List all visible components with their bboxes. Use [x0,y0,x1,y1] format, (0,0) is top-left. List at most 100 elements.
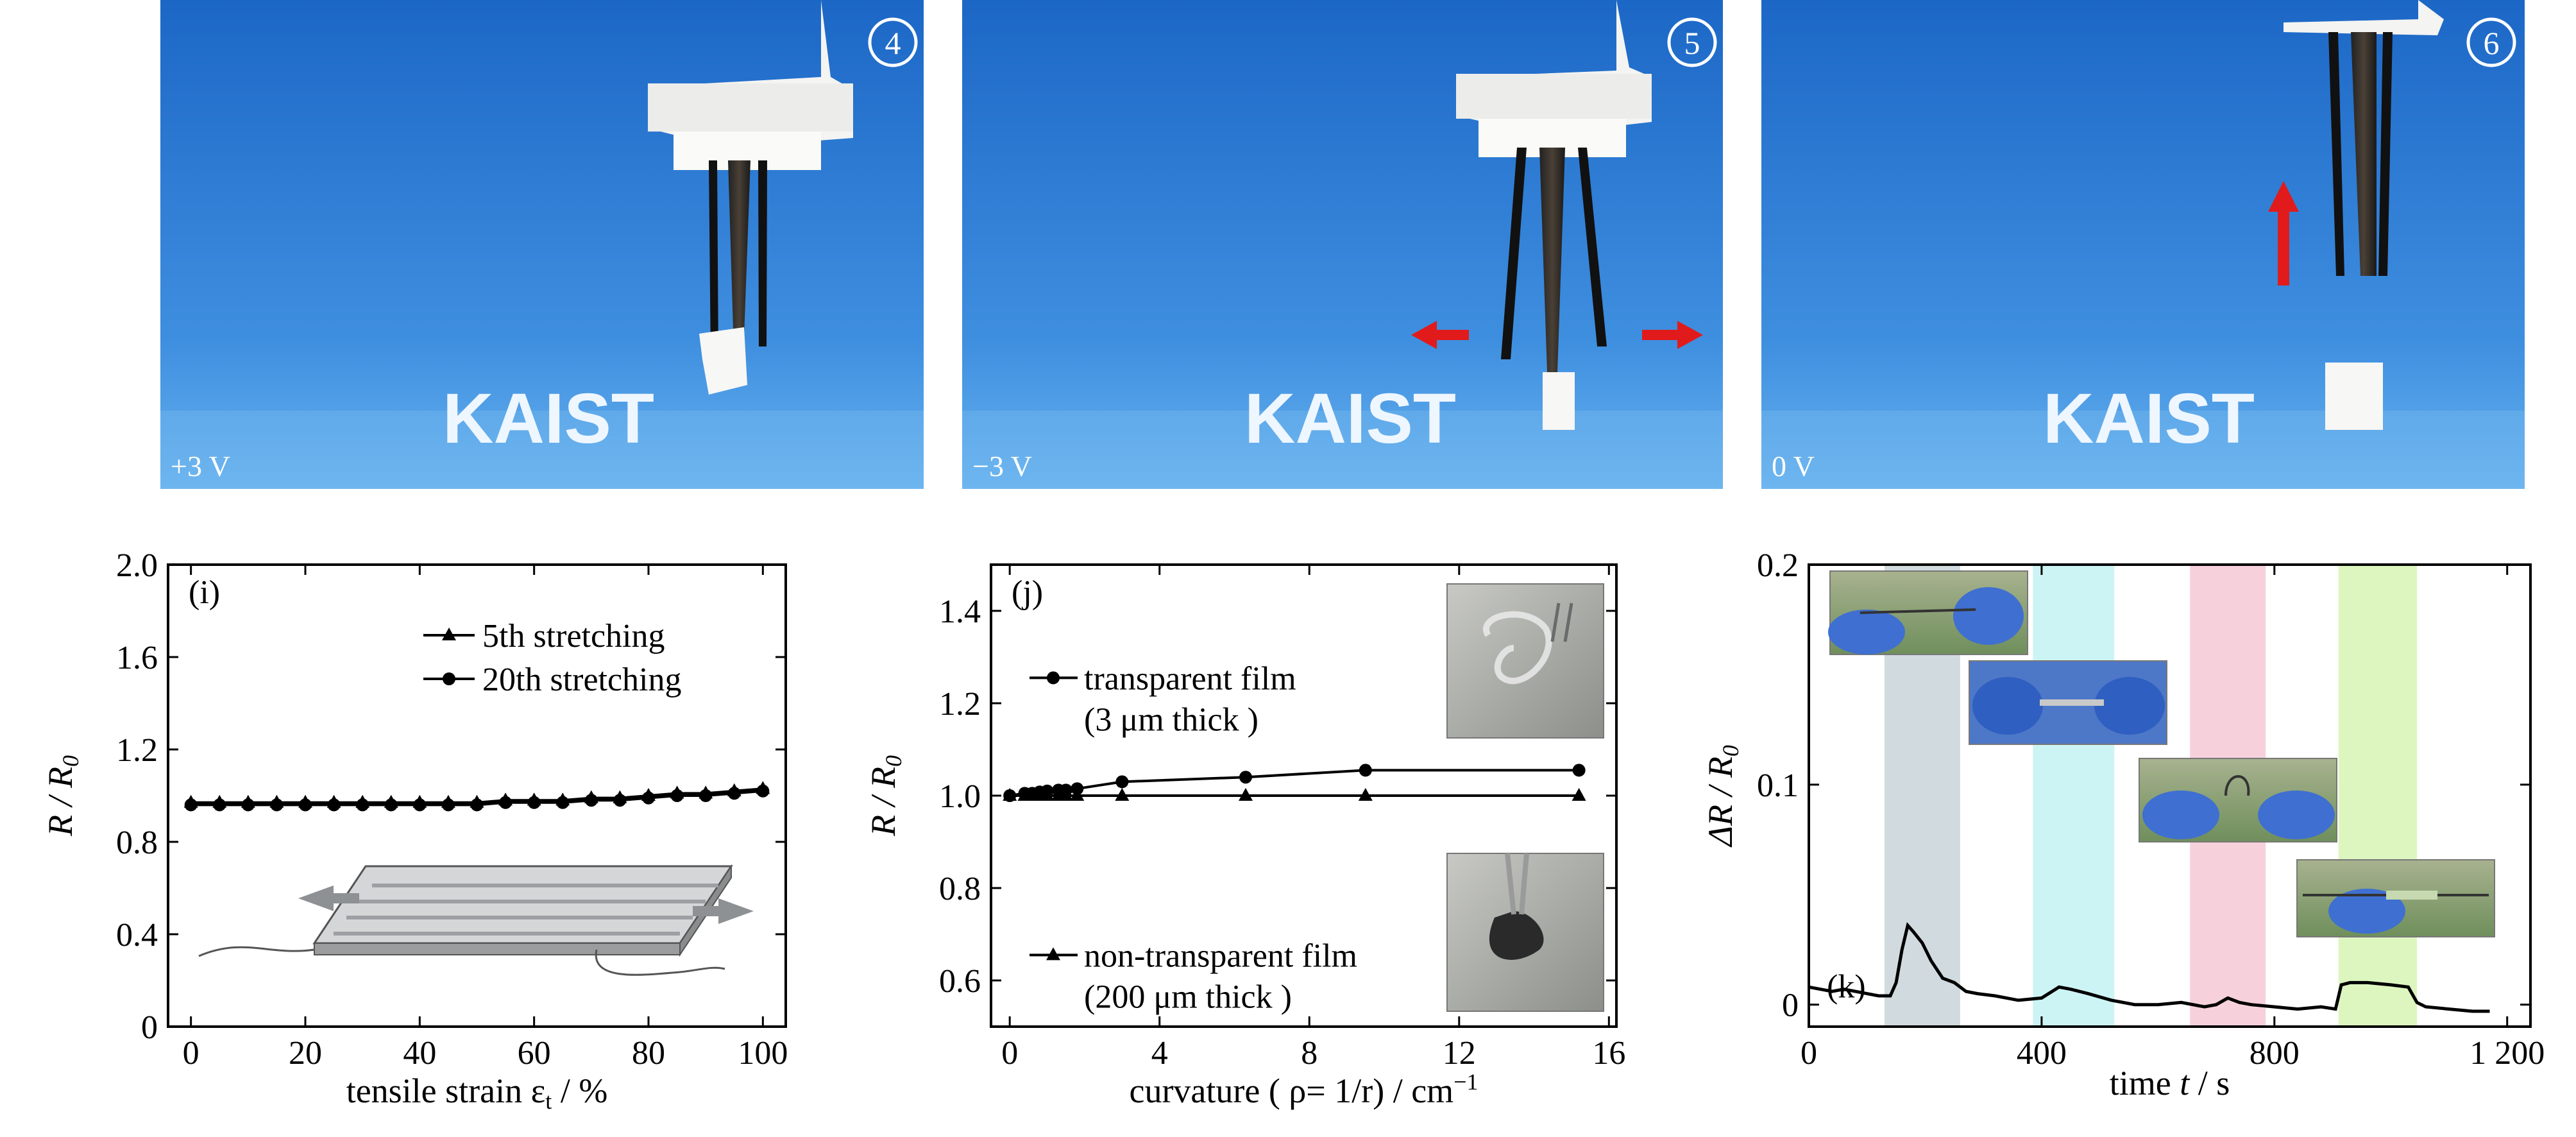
x-tick-label: 0 [1801,1035,1817,1072]
x-tick-label: 400 [2017,1035,2067,1072]
voltage-label: +3 V [171,450,230,483]
photo-panel-step-4: KAIST 4 +3 V [160,0,924,489]
data-point-1 [184,798,198,812]
voltage-label: 0 V [1772,450,1815,483]
data-point-1 [1239,788,1253,801]
highlight-band [2033,565,2115,1027]
kaist-logo: KAIST [443,379,654,458]
electrode-strip-left [1501,148,1527,359]
y-tick-label: 1.6 [116,640,158,676]
cube-block [1543,372,1575,430]
x-axis-title: tensile strain εt / % [346,1072,608,1114]
photo-panel-step-6: KAIST 6 0 V [1761,0,2525,489]
data-point-1 [213,798,226,812]
step-number: 5 [1684,25,1700,61]
legend-note: (3 μm thick ) [1084,701,1258,738]
y-tick-label: 0 [1782,987,1799,1024]
x-axis-title-unit: / % [552,1072,607,1110]
legend-marker [442,628,456,640]
y-axis-title-sub: 0 [58,755,83,767]
plot-frame [1808,563,2532,1028]
data-point-1 [499,796,513,809]
x-tick-label: 100 [738,1035,788,1072]
photo-floor [1761,411,2525,489]
x-tick-label: 800 [2250,1035,2300,1072]
cube-block [699,327,747,395]
data-point-1 [613,794,627,807]
x-axis-title-sup: −1 [1453,1069,1478,1095]
data-point-1 [1115,788,1130,801]
data-point-1 [699,789,713,802]
panel-label: (j) [1012,574,1043,611]
arrow-left-icon [1411,321,1469,349]
data-point-1 [327,798,341,812]
x-axis-title-text: curvature ( ρ= 1/r) / cm [1129,1072,1453,1110]
electrode-strip [2328,32,2344,276]
x-tick-label: 8 [1301,1035,1318,1072]
kaist-logo-text: KAIST [443,379,654,458]
x-axis-title-var: t [2180,1064,2190,1102]
photo-background [1761,0,2525,489]
electrode-strip [709,160,718,359]
x-axis-title-sub: t [545,1088,552,1114]
chart-k-inset-photo-4 [2296,859,2495,937]
y-axis-title-sub: 0 [881,755,906,767]
x-tick-label: 20 [289,1035,322,1072]
step-number: 6 [2484,25,2500,61]
legend-label: transparent film [1084,660,1296,697]
x-axis-title-unit: / s [2189,1064,2230,1102]
y-tick-label: 0.1 [1757,767,1799,804]
chart-k-inset-photo-1 [1828,570,2028,655]
data-point-1 [413,798,427,812]
kaist-logo: KAIST [1244,379,1456,458]
highlight-band [2338,565,2418,1027]
data-point-1 [584,794,598,807]
legend-label: 20th stretching [482,662,682,698]
chart-j-inset-transparent [1446,583,1604,739]
x-tick-label: 60 [518,1035,551,1072]
legend-marker [443,672,455,685]
series-line-0 [1808,922,2490,1013]
x-axis-title-text: tensile strain ε [346,1072,546,1110]
x-axis-title-text: time [2110,1064,2180,1102]
y-axis-title: R / R0 [41,755,83,837]
electrode-strip-right [1578,148,1607,346]
data-point-1 [642,791,655,805]
data-point-1 [356,798,369,812]
data-point-1 [470,798,484,812]
x-tick-label: 12 [1443,1035,1476,1072]
actuator-rod [728,160,750,372]
step-circle [1667,17,1717,67]
x-tick-label: 40 [403,1035,436,1072]
series-line-0 [1009,769,1579,797]
y-axis-title: R / R0 [864,755,906,837]
data-point-1 [241,798,255,812]
data-point-1 [1058,788,1073,801]
data-point-1 [1040,788,1055,801]
legend-marker [1047,671,1060,685]
y-tick-label: 1.0 [939,778,981,815]
data-point-1 [756,784,770,798]
data-point-0 [1359,764,1372,777]
x-tick-label: 80 [632,1035,665,1072]
x-tick-label: 1 200 [2470,1035,2545,1072]
panel-label: (k) [1827,969,1866,1005]
data-point-1 [1070,788,1085,801]
data-point-1 [1003,788,1017,801]
legend-note: (200 μm thick ) [1084,979,1292,1015]
data-point-1 [727,787,741,800]
arrow-right-icon [1642,321,1703,349]
chart-i-inset-schematic [198,864,754,976]
y-tick-label: 0.2 [1757,547,1799,584]
gripper-head [2284,0,2444,35]
x-axis-title: time t / s [2110,1064,2230,1102]
y-axis-title-sub: 0 [1718,745,1743,757]
plot-frame [167,563,787,1028]
y-tick-label: 1.4 [939,594,981,630]
